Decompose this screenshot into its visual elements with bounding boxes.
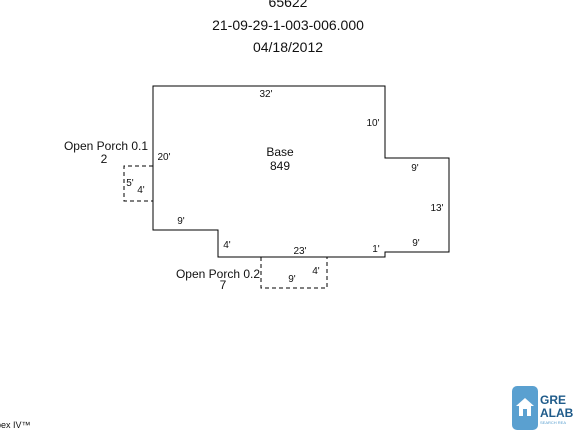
dim-left: 20' [157,152,170,163]
base-label: Base [266,145,294,159]
porch2-dim-h: 4' [312,266,320,277]
sketch-date: 04/18/2012 [252,39,324,55]
dim-bottom: 23' [293,246,306,257]
mls-logo: GRE ALAB SEARCH REA [512,386,574,430]
house-icon [516,398,534,416]
parcel-number: 21-09-29-1-003-006.000 [212,17,364,33]
porch1-outline [123,165,153,202]
porch1-area: 2 [101,152,108,166]
porch1-dim-w: 5' [126,178,134,189]
logo-text-line2: ALAB [540,406,574,420]
base-outline [152,85,450,258]
dim-step-bottom: 9' [412,238,420,249]
dim-notch-vertical: 4' [223,240,231,251]
software-credit: pex IV™ [0,420,31,430]
porch2-label: Open Porch 0.2 [176,267,260,281]
porch1-label: Open Porch 0.1 [64,139,148,153]
dim-small-step: 1' [372,244,380,255]
dim-step-top: 9' [411,163,419,174]
sketch-id: 65622 [268,0,308,10]
porch2-dim-w: 9' [288,274,296,285]
dim-right-upper: 10' [366,118,379,129]
porch2-outline [260,257,328,289]
dim-top: 32' [259,89,272,100]
base-area: 849 [270,159,290,173]
logo-text-line1: GRE [540,393,566,407]
porch2-area: 7 [220,278,227,292]
logo-tagline: SEARCH REA [540,420,566,425]
dim-notch-horizontal: 9' [177,216,185,227]
porch1-dim-h: 4' [137,185,145,196]
dim-right: 13' [430,203,443,214]
